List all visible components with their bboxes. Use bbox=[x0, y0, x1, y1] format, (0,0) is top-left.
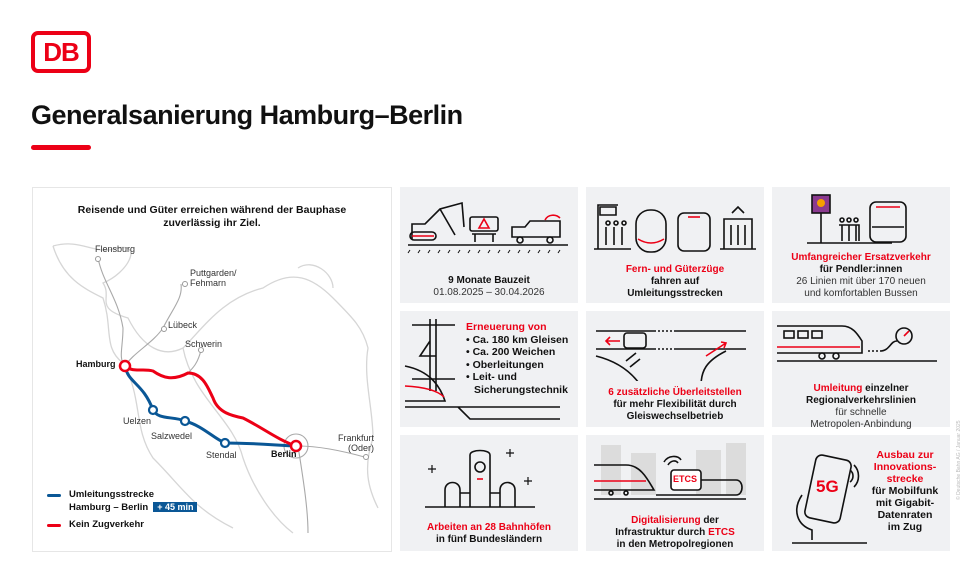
bus-stop-icon bbox=[807, 194, 907, 244]
tile-text: Infrastruktur durch bbox=[615, 527, 709, 538]
tile-heading: Arbeiten an 28 Bahnhöfen bbox=[427, 522, 551, 533]
closed-route-line bbox=[124, 364, 297, 448]
tile-text: und komfortablen Bussen bbox=[804, 288, 918, 299]
db-logo: DB bbox=[31, 31, 91, 73]
city-stendal: Stendal bbox=[206, 450, 237, 460]
trains-freight-icon bbox=[594, 204, 756, 253]
tile-text: fahren auf bbox=[650, 276, 700, 287]
detour-stations bbox=[147, 404, 231, 449]
overhead-line-train-icon bbox=[404, 319, 560, 420]
construction-machines-icon bbox=[407, 201, 568, 254]
tile-heading: 9 Monate Bauzeit bbox=[448, 275, 530, 286]
list-item: • Ca. 180 km Gleisen bbox=[466, 333, 569, 346]
copyright: © Deutsche Bahn AG / Januar 2025 bbox=[956, 420, 962, 500]
delay-badge: + 45 min bbox=[153, 502, 198, 512]
hub-stations bbox=[118, 359, 303, 453]
tile-text: 26 Linien mit über 170 neuen bbox=[796, 276, 926, 287]
track-crossover-icon bbox=[595, 330, 746, 381]
tile-text: mit Gigabit- bbox=[875, 497, 935, 509]
tile-heading: Umfangreicher Ersatzverkehr bbox=[791, 252, 931, 263]
station-building-icon bbox=[425, 449, 535, 508]
map-title: Reisende und Güter erreichen während der… bbox=[77, 204, 347, 229]
tile-text: für mehr Flexibilität durch bbox=[613, 399, 737, 410]
tile-heading: Erneuerung von bbox=[466, 321, 547, 333]
legend-no-traffic: Kein Zugverkehr bbox=[47, 519, 144, 531]
tile-text: ETCS bbox=[708, 527, 735, 538]
city-hamburg: Hamburg bbox=[76, 359, 116, 369]
tile-heading: Umleitung bbox=[813, 383, 863, 394]
city-uelzen: Uelzen bbox=[123, 416, 152, 426]
tile-heading: 6 zusätzliche Überleitstellen bbox=[608, 387, 742, 398]
list-item: • Oberleitungen bbox=[466, 358, 544, 371]
renewal-list: Erneuerung von • Ca. 180 km Gleisen • Ca… bbox=[466, 321, 568, 396]
tile-text: einzelner bbox=[862, 383, 909, 394]
5g-label: 5G bbox=[816, 477, 839, 496]
tile-text: für Pendler:innen bbox=[819, 264, 903, 275]
city-frankfurt-oder: Frankfurt(Oder) bbox=[338, 433, 375, 453]
tile-heading: strecke bbox=[886, 473, 924, 485]
tile-renewal: Erneuerung von • Ca. 180 km Gleisen • Ca… bbox=[400, 311, 578, 427]
etcs-label: ETCS bbox=[673, 474, 698, 484]
phone-5g-icon bbox=[792, 454, 867, 544]
route-map-card: Reisende und Güter erreichen während der… bbox=[32, 187, 392, 552]
list-item: • Leit- und bbox=[466, 371, 517, 383]
tile-text: für Mobilfunk bbox=[871, 485, 939, 497]
tile-text: im Zug bbox=[887, 521, 923, 533]
tile-text: in den Metropolregionen bbox=[616, 539, 734, 550]
title-underline bbox=[31, 145, 91, 150]
tile-heading: Digitalisierung bbox=[631, 515, 701, 526]
regional-train-clock-icon bbox=[777, 325, 937, 362]
city-schwerin: Schwerin bbox=[185, 339, 223, 349]
construction-dates: 01.08.2025 – 30.04.2026 bbox=[433, 287, 545, 298]
tile-heading: Innovations- bbox=[873, 461, 937, 473]
city-luebeck: Lübeck bbox=[168, 320, 198, 330]
city-salzwedel: Salzwedel bbox=[151, 431, 193, 441]
route-map bbox=[52, 243, 379, 534]
tile-text: Metropolen-Anbindung bbox=[810, 419, 912, 430]
tile-text: Gleiswechselbetrieb bbox=[626, 411, 724, 422]
tile-text: der bbox=[700, 515, 719, 526]
etcs-train-icon bbox=[594, 443, 746, 500]
tile-text: für schnelle bbox=[835, 407, 887, 418]
tile-text: Umleitungsstrecken bbox=[627, 288, 723, 299]
tile-text: in fünf Bundesländern bbox=[435, 534, 543, 545]
city-berlin: Berlin bbox=[271, 449, 297, 459]
city-flensburg: Flensburg bbox=[95, 244, 136, 254]
list-item: • Ca. 200 Weichen bbox=[466, 346, 556, 358]
tile-heading: Fern- und Güterzüge bbox=[625, 264, 725, 275]
tile-text: Regionalverkehrslinien bbox=[805, 395, 917, 406]
page-title: Generalsanierung Hamburg–Berlin bbox=[31, 100, 463, 130]
tile-text: Datenraten bbox=[877, 509, 933, 521]
tile-heading: Ausbau zur bbox=[876, 449, 934, 461]
city-puttgarden: Puttgarden/Fehmarn bbox=[190, 268, 237, 288]
list-item: Sicherungstechnik bbox=[474, 383, 568, 396]
